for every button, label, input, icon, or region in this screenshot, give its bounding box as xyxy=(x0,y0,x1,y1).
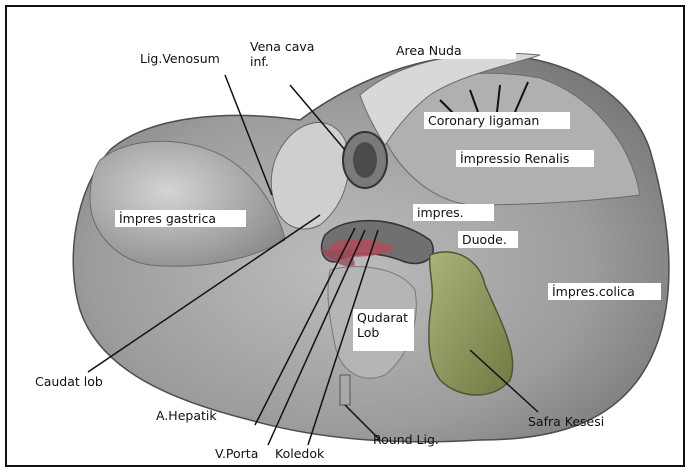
label-v-porta: V.Porta xyxy=(215,446,258,461)
label-impres-gastrica: İmpres gastrica xyxy=(115,210,246,227)
label-safra-kesesi: Safra Kesesi xyxy=(528,414,604,429)
label-vena-cava: Vena cava inf. xyxy=(246,38,318,70)
label-impressio-renalis: İmpressio Renalis xyxy=(456,150,594,167)
label-qudarat-lob: Qudarat Lob xyxy=(353,309,414,351)
label-area-nuda: Area Nuda xyxy=(392,42,516,59)
label-impres-colica: İmpres.colica xyxy=(548,283,661,300)
label-duode: Duode. xyxy=(458,231,518,248)
label-lig-venosum: Lig.Venosum xyxy=(136,50,224,67)
label-impres: impres. xyxy=(413,204,494,221)
label-round-lig: Round Lig. xyxy=(373,432,439,447)
label-a-hepatik: A.Hepatik xyxy=(156,408,217,423)
round-ligament xyxy=(340,375,350,405)
label-coronary: Coronary ligaman xyxy=(424,112,570,129)
label-koledok: Koledok xyxy=(275,446,324,461)
label-caudat-lob: Caudat lob xyxy=(35,374,103,389)
